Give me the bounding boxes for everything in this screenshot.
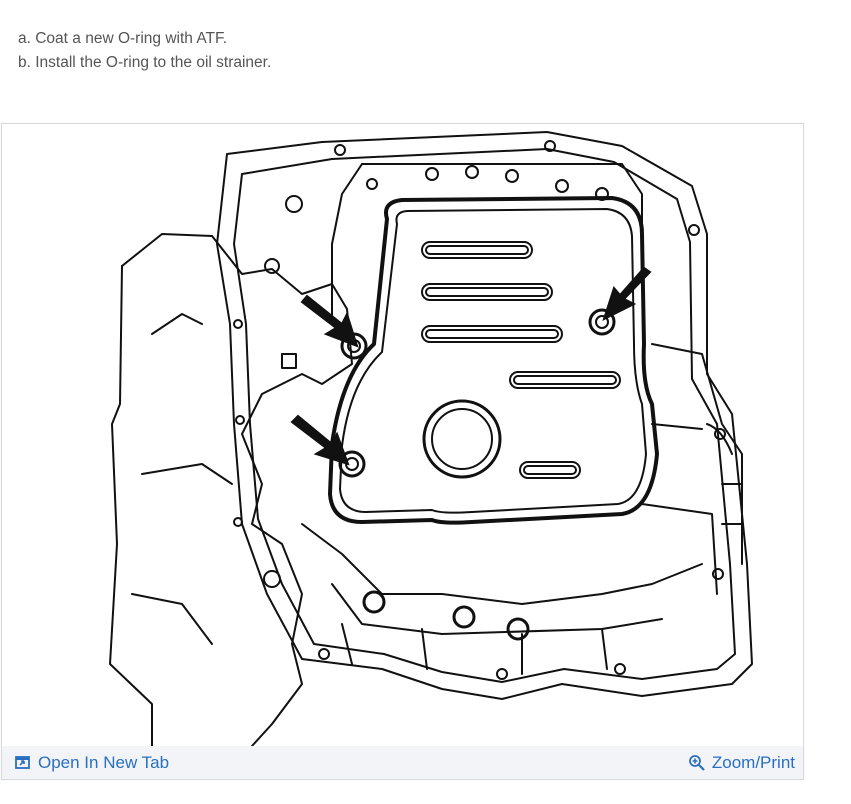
transmission-diagram-svg — [109, 131, 753, 746]
step-a: a. Coat a new O-ring with ATF. — [18, 30, 228, 47]
figure-toolbar: Open In New Tab Zoom/Print — [2, 746, 803, 779]
instruction-steps: a. Coat a new O-ring with ATF. b. Instal… — [18, 27, 271, 75]
open-in-new-tab-label: Open In New Tab — [38, 752, 170, 772]
figure-card: Open In New Tab Zoom/Print — [1, 123, 804, 780]
open-in-new-tab-button[interactable]: Open In New Tab — [14, 746, 169, 779]
open-in-new-tab-icon — [14, 754, 32, 772]
oil-strainer-diagram — [2, 124, 803, 746]
zoom-print-button[interactable]: Zoom/Print — [688, 746, 795, 779]
step-b: b. Install the O-ring to the oil straine… — [18, 54, 272, 71]
zoom-print-label: Zoom/Print — [711, 752, 795, 772]
zoom-in-icon — [688, 754, 706, 772]
